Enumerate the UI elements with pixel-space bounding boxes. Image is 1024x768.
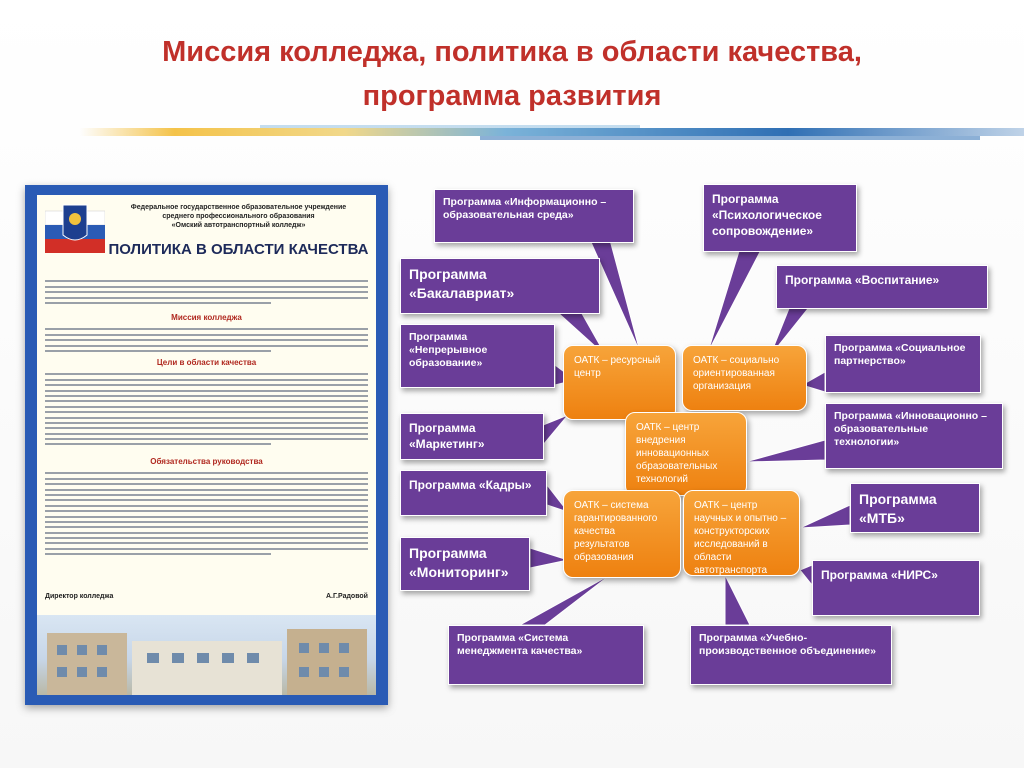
text-line bbox=[45, 531, 368, 534]
signature-name: А.Г.Радовой bbox=[325, 593, 368, 600]
text-line bbox=[45, 493, 368, 496]
text-line bbox=[45, 291, 368, 294]
text-line bbox=[45, 504, 368, 507]
program-mtb: Программа «МТБ» bbox=[850, 483, 980, 533]
poster-heading-goals: Цели в области качества bbox=[156, 358, 257, 367]
text-line bbox=[45, 427, 368, 430]
text-line bbox=[45, 542, 368, 545]
poster-header: Федеральное государственное образователь… bbox=[107, 203, 370, 230]
connector-marketing bbox=[542, 414, 569, 447]
poster-signature: Директор колледжа А.Г.Радовой bbox=[45, 593, 368, 600]
program-nirs: Программа «НИРС» bbox=[812, 560, 980, 616]
center-quality: ОАТК – система гарантированного качества… bbox=[563, 490, 681, 578]
connector-innov-tech bbox=[744, 439, 826, 463]
text-line bbox=[45, 301, 272, 304]
text-line bbox=[45, 483, 368, 486]
poster-heading-mission: Миссия колледжа bbox=[171, 313, 242, 322]
building-icon bbox=[47, 629, 367, 695]
connector-qms bbox=[518, 574, 611, 626]
program-production: Программа «Учебно-производственное объед… bbox=[690, 625, 892, 685]
text-line bbox=[45, 553, 272, 556]
text-line bbox=[45, 400, 368, 403]
text-line bbox=[45, 520, 368, 523]
text-line bbox=[45, 526, 368, 529]
program-continuous: Программа «Непрерывное образование» bbox=[400, 324, 555, 388]
quality-policy-poster: Федеральное государственное образователь… bbox=[25, 185, 388, 705]
program-personnel: Программа «Кадры» bbox=[400, 470, 547, 516]
text-line bbox=[45, 296, 368, 299]
poster-text-block bbox=[45, 469, 368, 559]
program-upbringing: Программа «Воспитание» bbox=[776, 265, 988, 309]
text-line bbox=[45, 280, 368, 283]
text-line bbox=[45, 333, 368, 336]
text-line bbox=[45, 384, 368, 387]
text-line bbox=[45, 438, 368, 441]
college-emblem-icon bbox=[45, 204, 105, 253]
program-qms: Программа «Система менеджмента качества» bbox=[448, 625, 644, 685]
center-social: ОАТК – социально ориентированная организ… bbox=[682, 345, 807, 411]
center-innovation: ОАТК – центр внедрения инновационных обр… bbox=[625, 412, 747, 496]
text-line bbox=[45, 373, 368, 376]
text-line bbox=[45, 378, 368, 381]
text-line bbox=[45, 328, 368, 331]
slide-title-line-1: Миссия колледжа, политика в области каче… bbox=[162, 36, 862, 68]
poster-header-line-1: Федеральное государственное образователь… bbox=[130, 204, 347, 211]
text-line bbox=[45, 472, 368, 475]
program-monitoring: Программа «Мониторинг» bbox=[400, 537, 530, 591]
center-resource: ОАТК – ресурсный центр bbox=[563, 345, 676, 420]
text-line bbox=[45, 499, 368, 502]
text-line bbox=[45, 394, 368, 397]
poster-text-block bbox=[45, 325, 368, 355]
poster-text-block bbox=[45, 370, 368, 449]
program-bachelor: Программа «Бакалавриат» bbox=[400, 258, 600, 314]
program-info-env: Программа «Информационно – образовательн… bbox=[434, 189, 634, 243]
connector-psych bbox=[707, 247, 763, 353]
slide-title: Миссия колледжа, политика в области каче… bbox=[0, 30, 1024, 118]
program-marketing: Программа «Маркетинг» bbox=[400, 413, 544, 460]
text-line bbox=[45, 349, 272, 352]
connector-production bbox=[724, 574, 751, 626]
signature-role: Директор колледжа bbox=[45, 593, 114, 600]
text-line bbox=[45, 411, 368, 414]
connector-monitoring bbox=[529, 547, 570, 569]
text-line bbox=[45, 389, 368, 392]
program-innov-tech: Программа «Инновационно – образовательны… bbox=[825, 403, 1003, 469]
text-line bbox=[45, 339, 368, 342]
text-line bbox=[45, 488, 368, 491]
text-line bbox=[45, 515, 368, 518]
poster-header-line-3: «Омский автотранспортный колледж» bbox=[171, 222, 306, 229]
text-line bbox=[45, 421, 368, 424]
poster-heading-obligations: Обязательства руководства bbox=[150, 457, 263, 466]
text-line bbox=[45, 432, 368, 435]
connector-nirs bbox=[799, 564, 813, 587]
poster-text-block bbox=[45, 277, 368, 307]
poster-title: ПОЛИТИКА В ОБЛАСТИ КАЧЕСТВА bbox=[108, 241, 369, 258]
program-social-partner: Программа «Социальное партнерство» bbox=[825, 335, 981, 393]
text-line bbox=[45, 547, 368, 550]
text-line bbox=[45, 477, 368, 480]
program-psych: Программа «Психологическое сопровождение… bbox=[703, 184, 857, 252]
text-line bbox=[45, 416, 368, 419]
text-line bbox=[45, 285, 368, 288]
text-line bbox=[45, 344, 368, 347]
connector-mtb bbox=[799, 504, 851, 529]
text-line bbox=[45, 405, 368, 408]
text-line bbox=[45, 537, 368, 540]
text-line bbox=[45, 443, 272, 446]
poster-header-line-2: среднего профессионального образования bbox=[162, 213, 315, 220]
poster-page: Федеральное государственное образователь… bbox=[37, 195, 376, 695]
center-research: ОАТК – центр научных и опытно – конструк… bbox=[683, 490, 800, 576]
college-building-photo bbox=[37, 615, 376, 695]
text-line bbox=[45, 510, 368, 513]
slide-title-line-2: программа развития bbox=[362, 80, 662, 112]
decorative-banner-bar bbox=[80, 125, 1024, 140]
connector-personnel bbox=[546, 483, 570, 513]
